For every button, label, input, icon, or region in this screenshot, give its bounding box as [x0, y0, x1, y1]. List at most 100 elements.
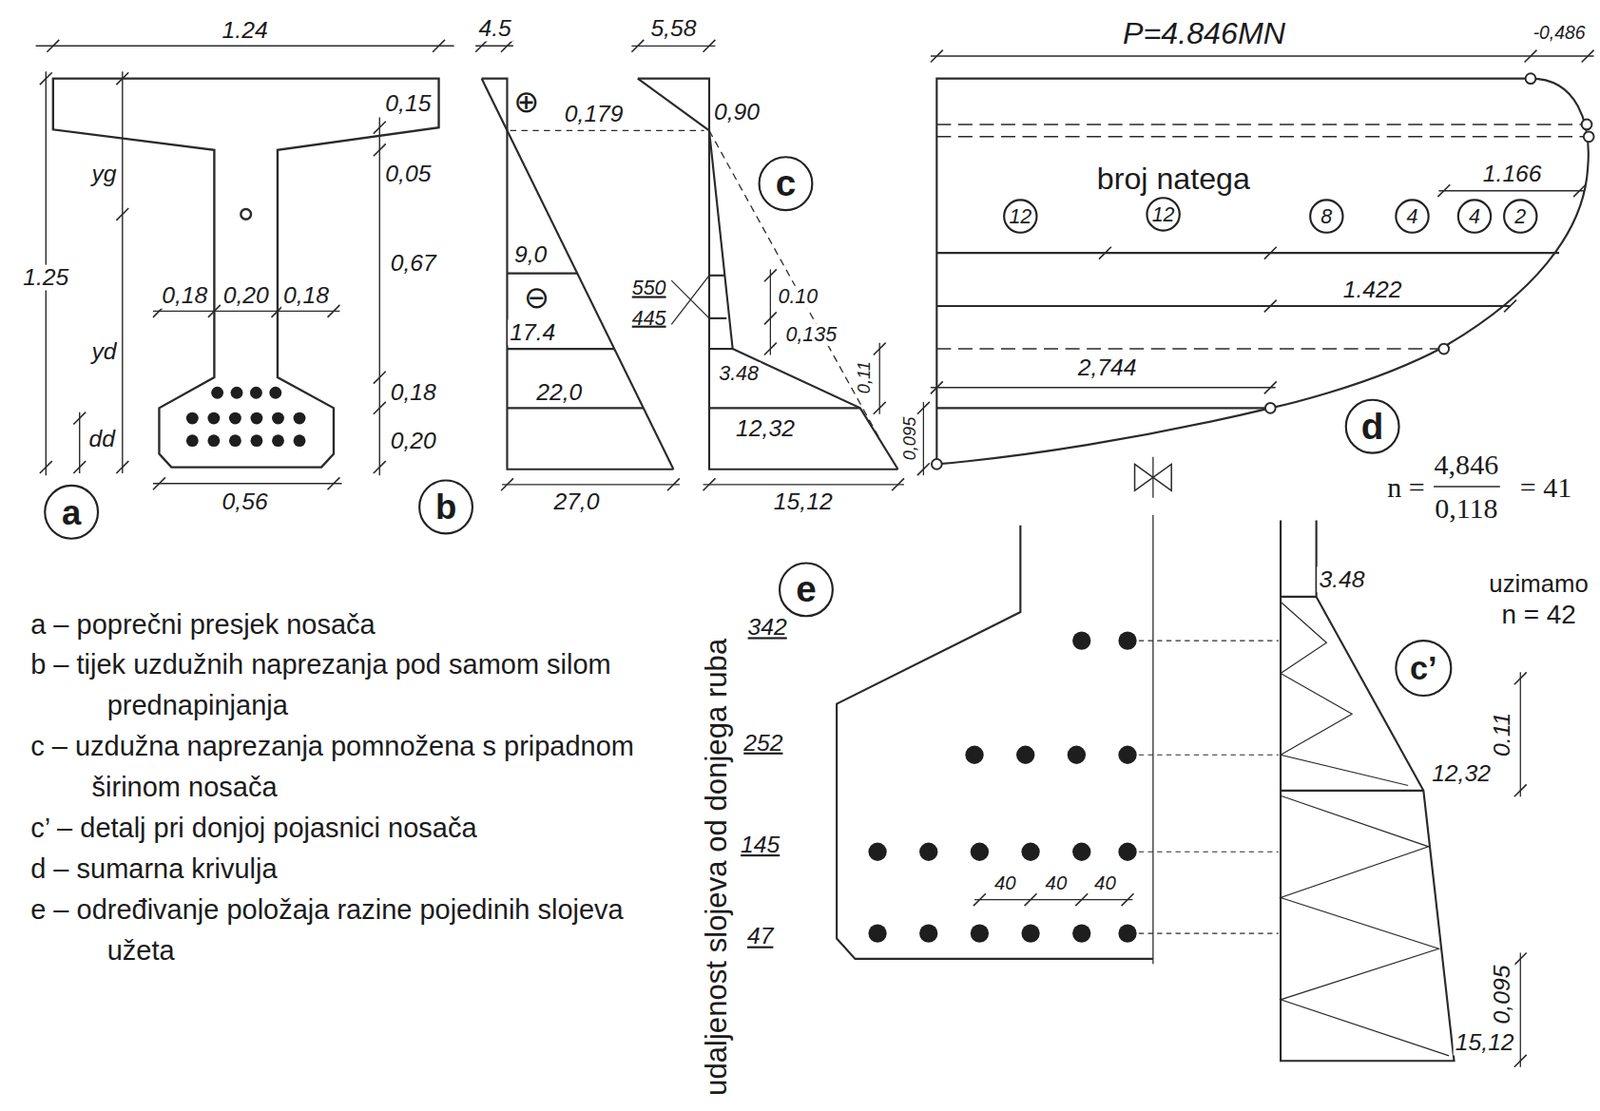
force-value: 15,12: [771, 489, 835, 516]
strand-dot: [293, 434, 307, 447]
leader-line: [1138, 851, 1279, 853]
force-value: 550: [630, 277, 669, 300]
strand-dot: [964, 746, 984, 765]
force-detail: [1280, 520, 1454, 1061]
view-letter: c: [757, 155, 813, 212]
force-value: 3.48: [1316, 566, 1367, 593]
dimension-tick: [973, 893, 986, 907]
circle-text: c: [775, 165, 797, 203]
strand-dot: [970, 924, 989, 943]
tendon-line: [930, 55, 1595, 58]
dimension-label: 40: [1092, 873, 1119, 895]
summation-curve: [936, 305, 1510, 308]
tendon-line: [1433, 485, 1501, 488]
summation-curve: [936, 78, 1588, 465]
force-detail: [1280, 520, 1454, 1061]
anchor-point: [1583, 131, 1595, 142]
force-diagram: [709, 347, 733, 350]
dimension-line: [153, 310, 340, 312]
dimension-tick: [1524, 50, 1538, 63]
dimension-label: 0,05: [383, 160, 433, 187]
dimension-tick: [1514, 784, 1527, 797]
strand-dot: [271, 412, 285, 425]
leader-line: [1138, 640, 1279, 934]
dimension-tick: [1503, 300, 1517, 313]
dimension-label: 0,135: [783, 323, 839, 346]
tendon-count: 4: [1457, 198, 1492, 233]
stress-diagram: [481, 78, 675, 470]
force-value: 445: [630, 307, 669, 329]
dimension-tick: [703, 478, 716, 491]
dimension-label: 0.11: [1489, 711, 1516, 760]
tendon-line: [936, 347, 1441, 350]
force-label: P=4.846MN: [1120, 17, 1288, 51]
strand-dot: [271, 434, 285, 447]
anchor-point: [1265, 403, 1276, 414]
force-value: 0,90: [712, 99, 762, 126]
dimension-line: [879, 343, 881, 415]
cross-section: [53, 78, 440, 468]
dimension-line: [770, 269, 772, 355]
dimension-tick: [501, 478, 514, 491]
dimension-label: 0,18: [281, 283, 331, 309]
legend-note: b – tijek uzdužnih naprezanja pod samom …: [30, 644, 643, 727]
strand-dot: [867, 924, 887, 943]
layer-height: 252: [741, 730, 785, 756]
force-value: 15,12: [1453, 1030, 1517, 1057]
leader-line: [1138, 933, 1279, 935]
strand-dot: [1021, 843, 1040, 862]
strand-dot: [919, 843, 938, 862]
dimension-tick: [1075, 893, 1088, 907]
dimension-line: [709, 130, 880, 439]
tendon-line: [930, 56, 1595, 487]
dimension-tick: [764, 343, 777, 356]
dimension-label: -0,486: [1531, 23, 1588, 44]
axis-distance: yg: [89, 160, 118, 187]
dimension-line: [631, 45, 715, 47]
dimension-label: 5,58: [648, 16, 698, 42]
circle-text: 12: [1008, 206, 1032, 227]
force-diagram: [709, 274, 725, 277]
strand-dot: [250, 434, 264, 447]
dimension-line: [78, 412, 80, 474]
stress-value: 22,0: [534, 380, 584, 406]
strand-dot: [293, 412, 307, 425]
flange-outline: [836, 525, 1154, 960]
dimension-tick: [373, 402, 386, 415]
dimension-label: 1.25: [20, 265, 71, 291]
anchor-point: [1581, 119, 1593, 131]
sign-symbol: ⊖: [521, 281, 552, 315]
circle-text: 2: [1514, 206, 1526, 227]
stress-diagram: [506, 347, 615, 350]
dimension-label: 0,20: [388, 427, 439, 454]
force-detail: [1280, 596, 1317, 598]
dimension-tick: [373, 461, 386, 474]
legend-note: d – sumarna krivulja: [30, 848, 643, 890]
dimension-line: [923, 402, 925, 476]
dimension-tick: [1573, 184, 1586, 197]
dimension-label: 0,095: [1489, 963, 1516, 1026]
dimension-tick: [930, 50, 944, 63]
legend-note: c’ – detalj pri donjoj pojasnici nosača: [30, 808, 643, 849]
strand-dot: [1072, 924, 1091, 943]
strand-dot: [1067, 746, 1086, 765]
circle-text: a: [61, 495, 81, 530]
dimension-tick: [1121, 893, 1135, 907]
dimension-tick: [1264, 247, 1277, 260]
stress-diagram: [506, 406, 643, 409]
dimension-label: 1.24: [219, 18, 270, 44]
circle-text: e: [795, 571, 817, 609]
dimension-line: [121, 71, 123, 474]
dimension-tick: [1514, 1055, 1527, 1068]
dimension-label: 1.422: [1341, 277, 1405, 304]
dimension-tick: [115, 208, 129, 221]
dimension-line: [974, 899, 1133, 901]
force-value: 12,32: [733, 415, 797, 442]
flange-outline: [836, 457, 1172, 964]
formula: 0,118: [1432, 493, 1501, 524]
circle-text: 8: [1320, 206, 1332, 227]
dimension-tick: [1264, 381, 1277, 394]
strand-dot: [1118, 746, 1137, 765]
dimension-tick: [39, 72, 53, 85]
strand-dot: [867, 843, 887, 862]
